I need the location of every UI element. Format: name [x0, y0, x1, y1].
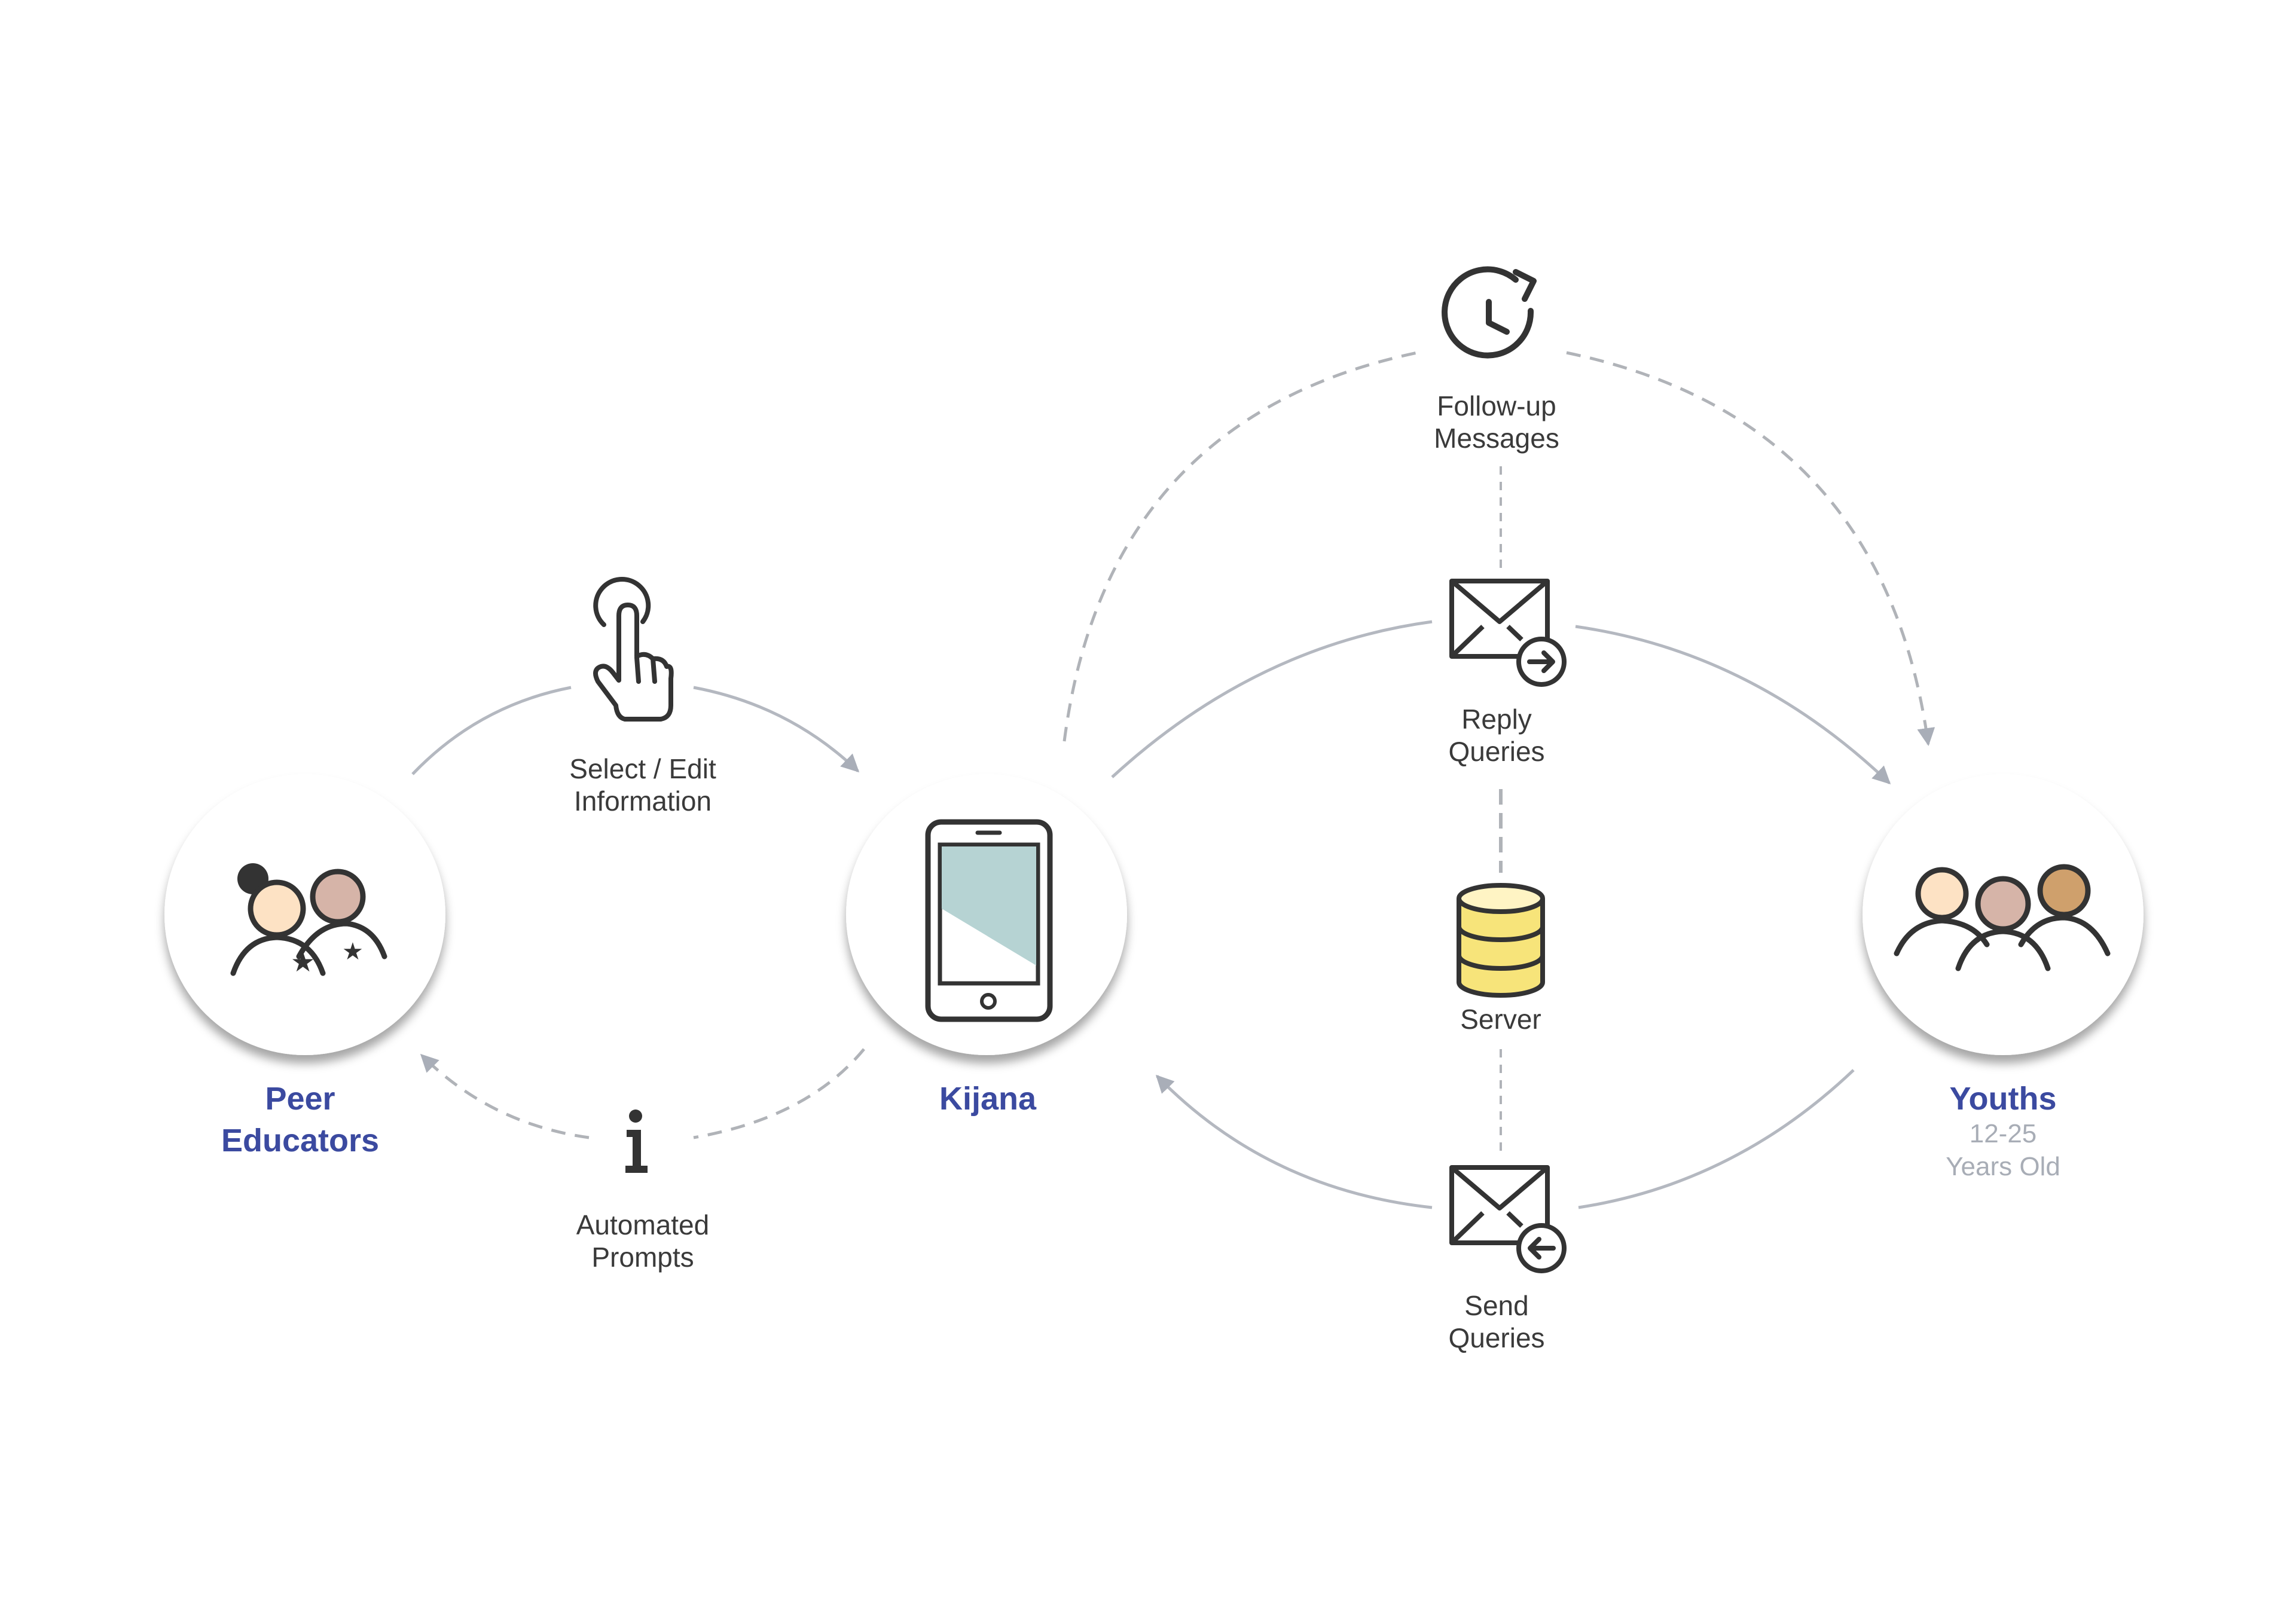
arrow-send-left — [1155, 1074, 1433, 1209]
automated-prompts-label-1: Automated — [576, 1209, 709, 1240]
arrow-select-edit-left — [411, 686, 572, 775]
mail-receive-icon — [1449, 1165, 1567, 1273]
peer-educators-title-2: Educators — [221, 1123, 379, 1159]
arrow-reply-left — [1111, 620, 1433, 778]
mail-send-icon — [1449, 579, 1567, 687]
youths-title: Youths — [1950, 1081, 2057, 1117]
select-edit-label-1: Select / Edit — [569, 753, 716, 784]
youths-age-range: 12-25 — [1970, 1119, 2037, 1148]
send-queries-label-1: Send — [1464, 1290, 1528, 1321]
send-queries-label-2: Queries — [1448, 1322, 1544, 1353]
youths-group-icon — [1894, 864, 2111, 971]
svg-text:★: ★ — [342, 939, 364, 965]
kijana-node — [846, 774, 1127, 1055]
select-edit-label-2: Information — [574, 785, 712, 817]
peer-educators-icon: ★ ★ — [230, 863, 387, 977]
youths-node — [1863, 774, 2144, 1055]
youths-age-unit: Years Old — [1946, 1152, 2060, 1181]
reply-queries-label-1: Reply — [1461, 704, 1532, 735]
automated-prompts-label-2: Prompts — [591, 1242, 694, 1273]
info-icon — [625, 1109, 648, 1173]
clock-refresh-icon — [1442, 266, 1537, 359]
connectors — [411, 351, 1935, 1209]
follow-up-label-2: Messages — [1434, 423, 1559, 454]
follow-up-label-1: Follow-up — [1437, 390, 1556, 421]
kijana-title: Kijana — [939, 1081, 1037, 1117]
arrow-select-edit-right — [693, 686, 860, 773]
labels: Peer Educators Kijana Youths 12-25 Years… — [221, 390, 2060, 1353]
peer-educators-node: ★ ★ — [164, 774, 445, 1055]
tap-hand-icon — [593, 577, 674, 722]
peer-educators-title-1: Peer — [265, 1081, 335, 1117]
arrow-follow-up-right — [1566, 351, 1935, 746]
arrow-send-right — [1578, 1069, 1855, 1209]
svg-text:★: ★ — [291, 946, 315, 977]
reply-queries-label-2: Queries — [1448, 736, 1544, 767]
database-icon — [1457, 883, 1545, 998]
smartphone-icon — [925, 819, 1053, 1022]
arrow-automated-prompts-right — [693, 1048, 865, 1139]
arrow-reply-right — [1575, 625, 1891, 785]
server-label: Server — [1460, 1004, 1541, 1035]
arrow-automated-prompts-left — [420, 1053, 590, 1139]
